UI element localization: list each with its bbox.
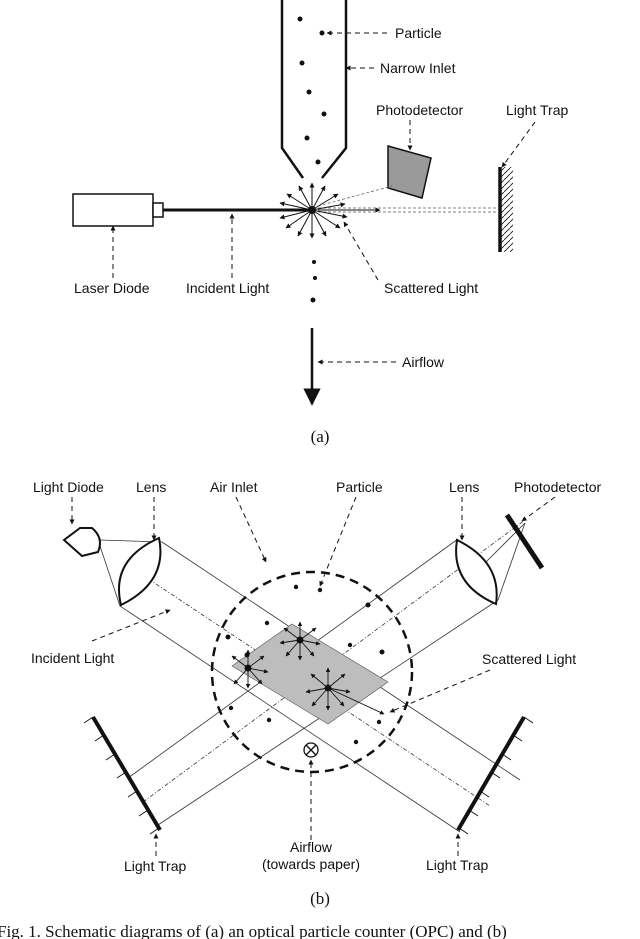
label-light-trap-a: Light Trap xyxy=(506,102,568,118)
label-airflow-b-direction: (towards paper) xyxy=(262,856,360,872)
label-airflow-b: Airflow xyxy=(290,839,333,855)
scattering-arrows-b xyxy=(231,621,385,715)
label-narrow-inlet: Narrow Inlet xyxy=(380,60,456,76)
airflow-into-page-icon xyxy=(303,742,319,758)
label-scattered-light-b: Scattered Light xyxy=(482,651,576,667)
label-incident-light-a: Incident Light xyxy=(186,280,269,296)
inlet-particles-b xyxy=(225,584,385,745)
light-trap-left xyxy=(91,715,162,832)
lens-left xyxy=(118,536,162,607)
label-scattered-light-a: Scattered Light xyxy=(384,280,478,296)
label-light-trap-left: Light Trap xyxy=(124,858,186,874)
intersection-region xyxy=(231,623,389,725)
lens-right xyxy=(455,538,498,606)
label-lens-right: Lens xyxy=(449,479,479,495)
sublabel-b: (b) xyxy=(310,889,330,908)
figure-caption: Fig. 1. Schematic diagrams of (a) an opt… xyxy=(0,922,507,939)
narrow-inlet-shape xyxy=(280,0,348,179)
label-particle-b: Particle xyxy=(336,479,383,495)
label-lens-left: Lens xyxy=(136,479,166,495)
scattering-arrows-a xyxy=(279,182,348,239)
label-particle-a: Particle xyxy=(395,25,442,41)
laser-diode-body xyxy=(72,193,154,227)
diagram-a: Particle Narrow Inlet Photodetector Ligh… xyxy=(72,0,568,446)
label-photodetector-b: Photodetector xyxy=(514,479,602,495)
air-inlet-circle xyxy=(210,570,414,774)
label-laser-diode: Laser Diode xyxy=(74,280,150,296)
label-airflow-a: Airflow xyxy=(402,354,445,370)
laser-diode-nozzle xyxy=(152,202,164,218)
label-photodetector-a: Photodetector xyxy=(376,102,464,118)
label-light-diode: Light Diode xyxy=(33,479,104,495)
label-light-trap-right: Light Trap xyxy=(426,857,488,873)
diagram-b: Light Diode Lens Air Inlet Particle Lens… xyxy=(31,479,602,908)
light-trap-right xyxy=(456,715,526,832)
light-diode xyxy=(62,527,101,558)
photodetector-a xyxy=(387,145,432,199)
sublabel-a: (a) xyxy=(311,427,330,446)
inlet-particles xyxy=(297,16,327,303)
photodetector-b xyxy=(504,513,545,570)
label-air-inlet: Air Inlet xyxy=(210,479,258,495)
label-incident-light-b: Incident Light xyxy=(31,650,114,666)
